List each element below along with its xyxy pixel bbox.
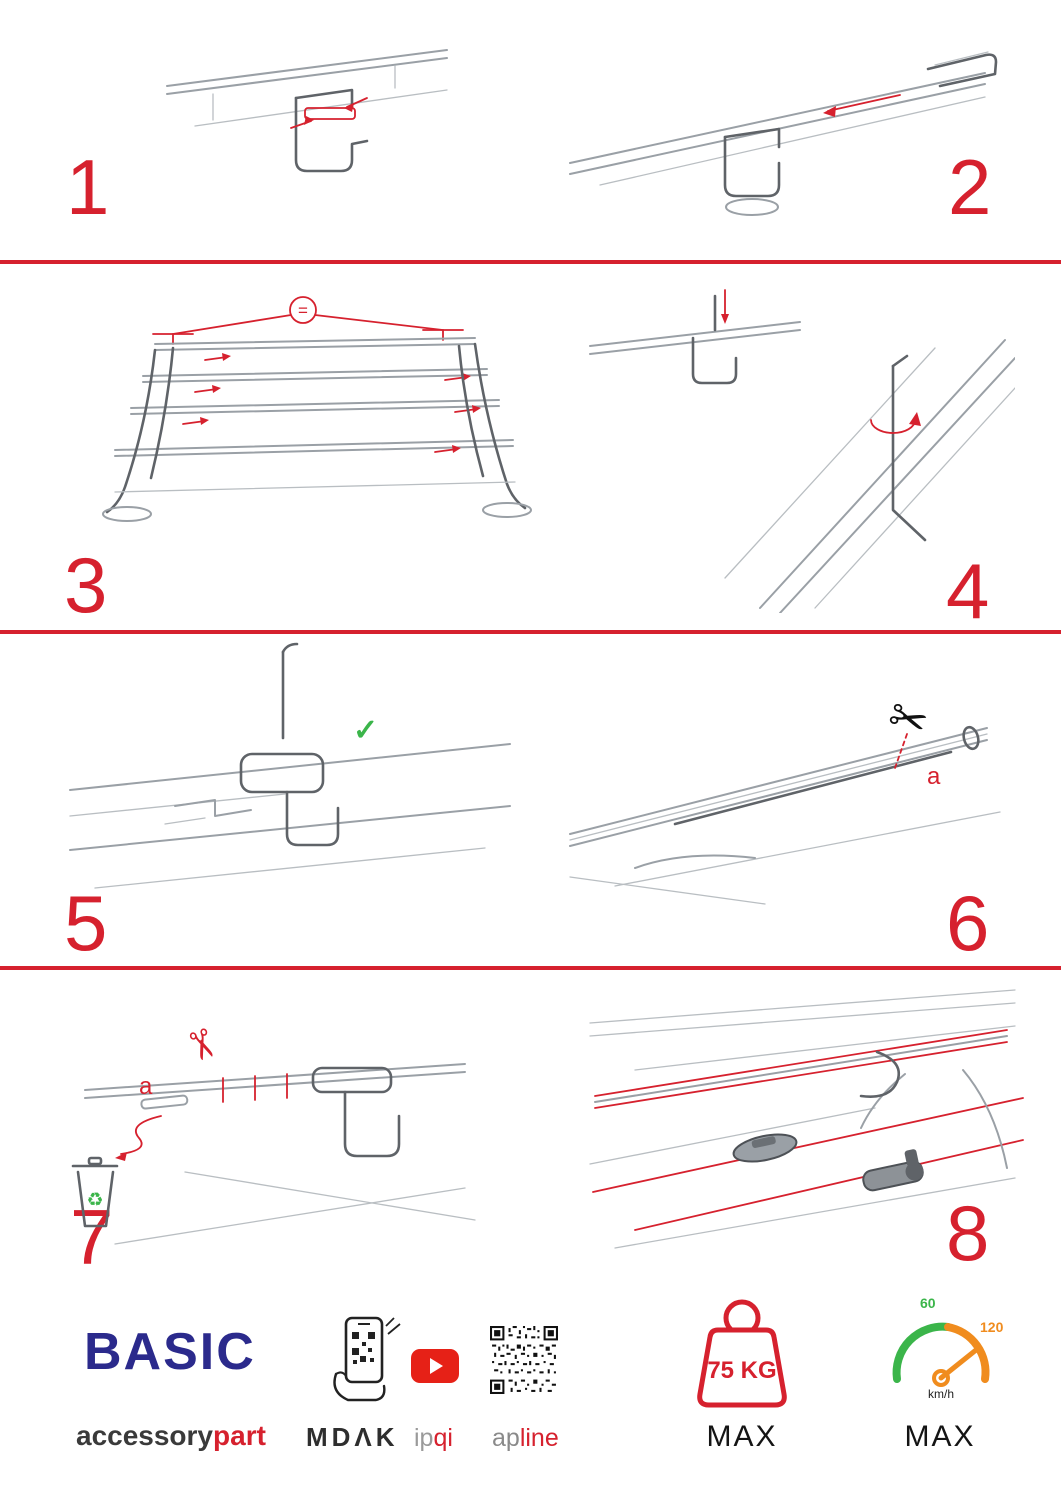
step-6-illustration: ✂ a: [569, 688, 1001, 905]
step-3-number: 3: [64, 541, 108, 629]
youtube-icon: [411, 1349, 459, 1383]
apline-left-text: ap: [492, 1424, 520, 1452]
ipqi-right-text: qi: [433, 1424, 453, 1452]
check-icon: ✓: [353, 714, 378, 747]
step-7-illustration: ✂ a ♻: [71, 1022, 476, 1245]
weight-max-label: MAX: [706, 1420, 778, 1453]
brand-basic-logo: BASIC: [84, 1323, 256, 1381]
section-divider: [0, 966, 1061, 970]
cut-piece-label: a: [139, 1073, 153, 1100]
step-5-number: 5: [64, 879, 108, 967]
qr-code-icon: [490, 1326, 558, 1394]
step-3-illustration: =: [102, 296, 532, 522]
speed-max-label: MAX: [904, 1420, 976, 1453]
cut-piece-label: a: [927, 763, 941, 790]
brand-accessory-text: accessory: [76, 1420, 214, 1451]
weight-value: 75 KG: [707, 1357, 776, 1384]
equal-spacing-label: =: [298, 301, 308, 320]
section-divider: [0, 260, 1061, 264]
apline-logo: apline: [492, 1424, 559, 1453]
speed-unit-label: km/h: [928, 1387, 954, 1401]
section-divider: [0, 630, 1061, 634]
step-4-number: 4: [946, 547, 990, 635]
scissors-icon: ✂: [175, 1022, 228, 1069]
step-1-illustration: [166, 49, 448, 173]
brand-accessorypart: accessorypart: [76, 1420, 266, 1452]
step-4-illustration: [589, 289, 1015, 613]
step-2-illustration: [569, 51, 998, 216]
apline-right-text: line: [519, 1424, 559, 1452]
brand-part-text: part: [213, 1420, 266, 1451]
step-8-number: 8: [946, 1189, 990, 1277]
speedometer-icon: 60 120 km/h: [892, 1295, 1004, 1401]
step-7-number: 7: [70, 1193, 114, 1281]
ipqi-logo: ipqi: [414, 1424, 453, 1453]
max-weight-icon: 75 KG: [697, 1299, 787, 1408]
recycle-icon: ♻: [86, 1190, 103, 1211]
step-2-number: 2: [948, 143, 992, 231]
speed-high-label: 120: [980, 1319, 1004, 1335]
scissors-icon: ✂: [882, 688, 935, 749]
speed-low-label: 60: [920, 1295, 936, 1311]
step-5-illustration: ✓: [69, 642, 511, 889]
step-6-number: 6: [946, 879, 990, 967]
ipqi-left-text: ip: [414, 1424, 434, 1452]
phone-qr-icon: [333, 1316, 401, 1402]
mdak-logo: MDΛK: [306, 1422, 399, 1452]
step-1-number: 1: [66, 143, 110, 231]
step-8-illustration: [589, 989, 1024, 1249]
